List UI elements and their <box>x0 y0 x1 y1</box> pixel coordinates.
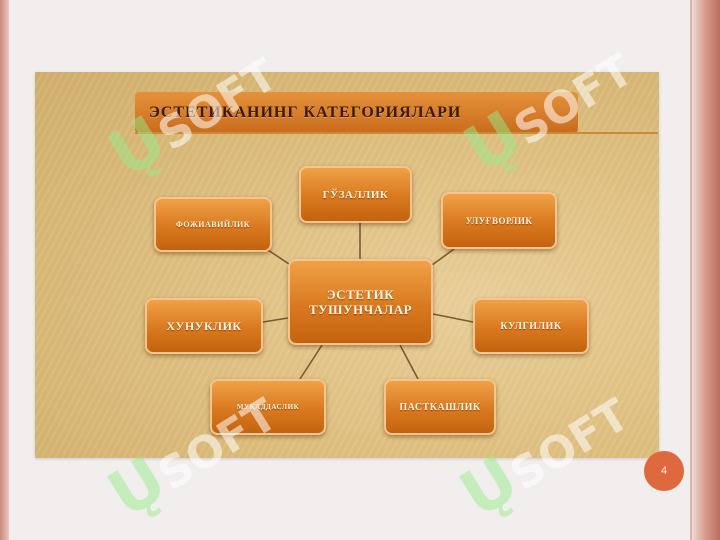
node-tragic: ФОЖИАВИЙЛИК <box>154 197 272 252</box>
node-sacred: МУҚАДДАСЛИК <box>210 379 326 435</box>
slide-title: ЭСТЕТИКАНИНГ КАТЕГОРИЯЛАРИ <box>135 92 578 133</box>
node-sublime: УЛУҒВОРЛИК <box>441 192 557 249</box>
node-center-line2: ТУШУНЧАЛАР <box>308 302 413 317</box>
link-left <box>262 317 289 323</box>
link-bottom-left <box>299 344 323 380</box>
title-underline <box>135 132 658 134</box>
node-center-line1: ЭСТЕТИК <box>326 287 395 302</box>
node-comic: КУЛГИЛИК <box>473 298 589 354</box>
node-center: ЭСТЕТИК ТУШУНЧАЛАР <box>288 259 433 345</box>
link-right <box>432 313 474 323</box>
slide-frame-divider <box>690 0 692 540</box>
node-base: ПАСТКАШЛИК <box>384 379 496 435</box>
node-ugly: ХУНУКЛИК <box>145 298 263 354</box>
node-beauty: ГЎЗАЛЛИК <box>299 166 412 223</box>
slide-frame-left <box>0 0 9 540</box>
link-bottom-right <box>399 344 419 380</box>
page-number-badge: 4 <box>644 451 684 491</box>
slide-frame-right <box>692 0 720 540</box>
